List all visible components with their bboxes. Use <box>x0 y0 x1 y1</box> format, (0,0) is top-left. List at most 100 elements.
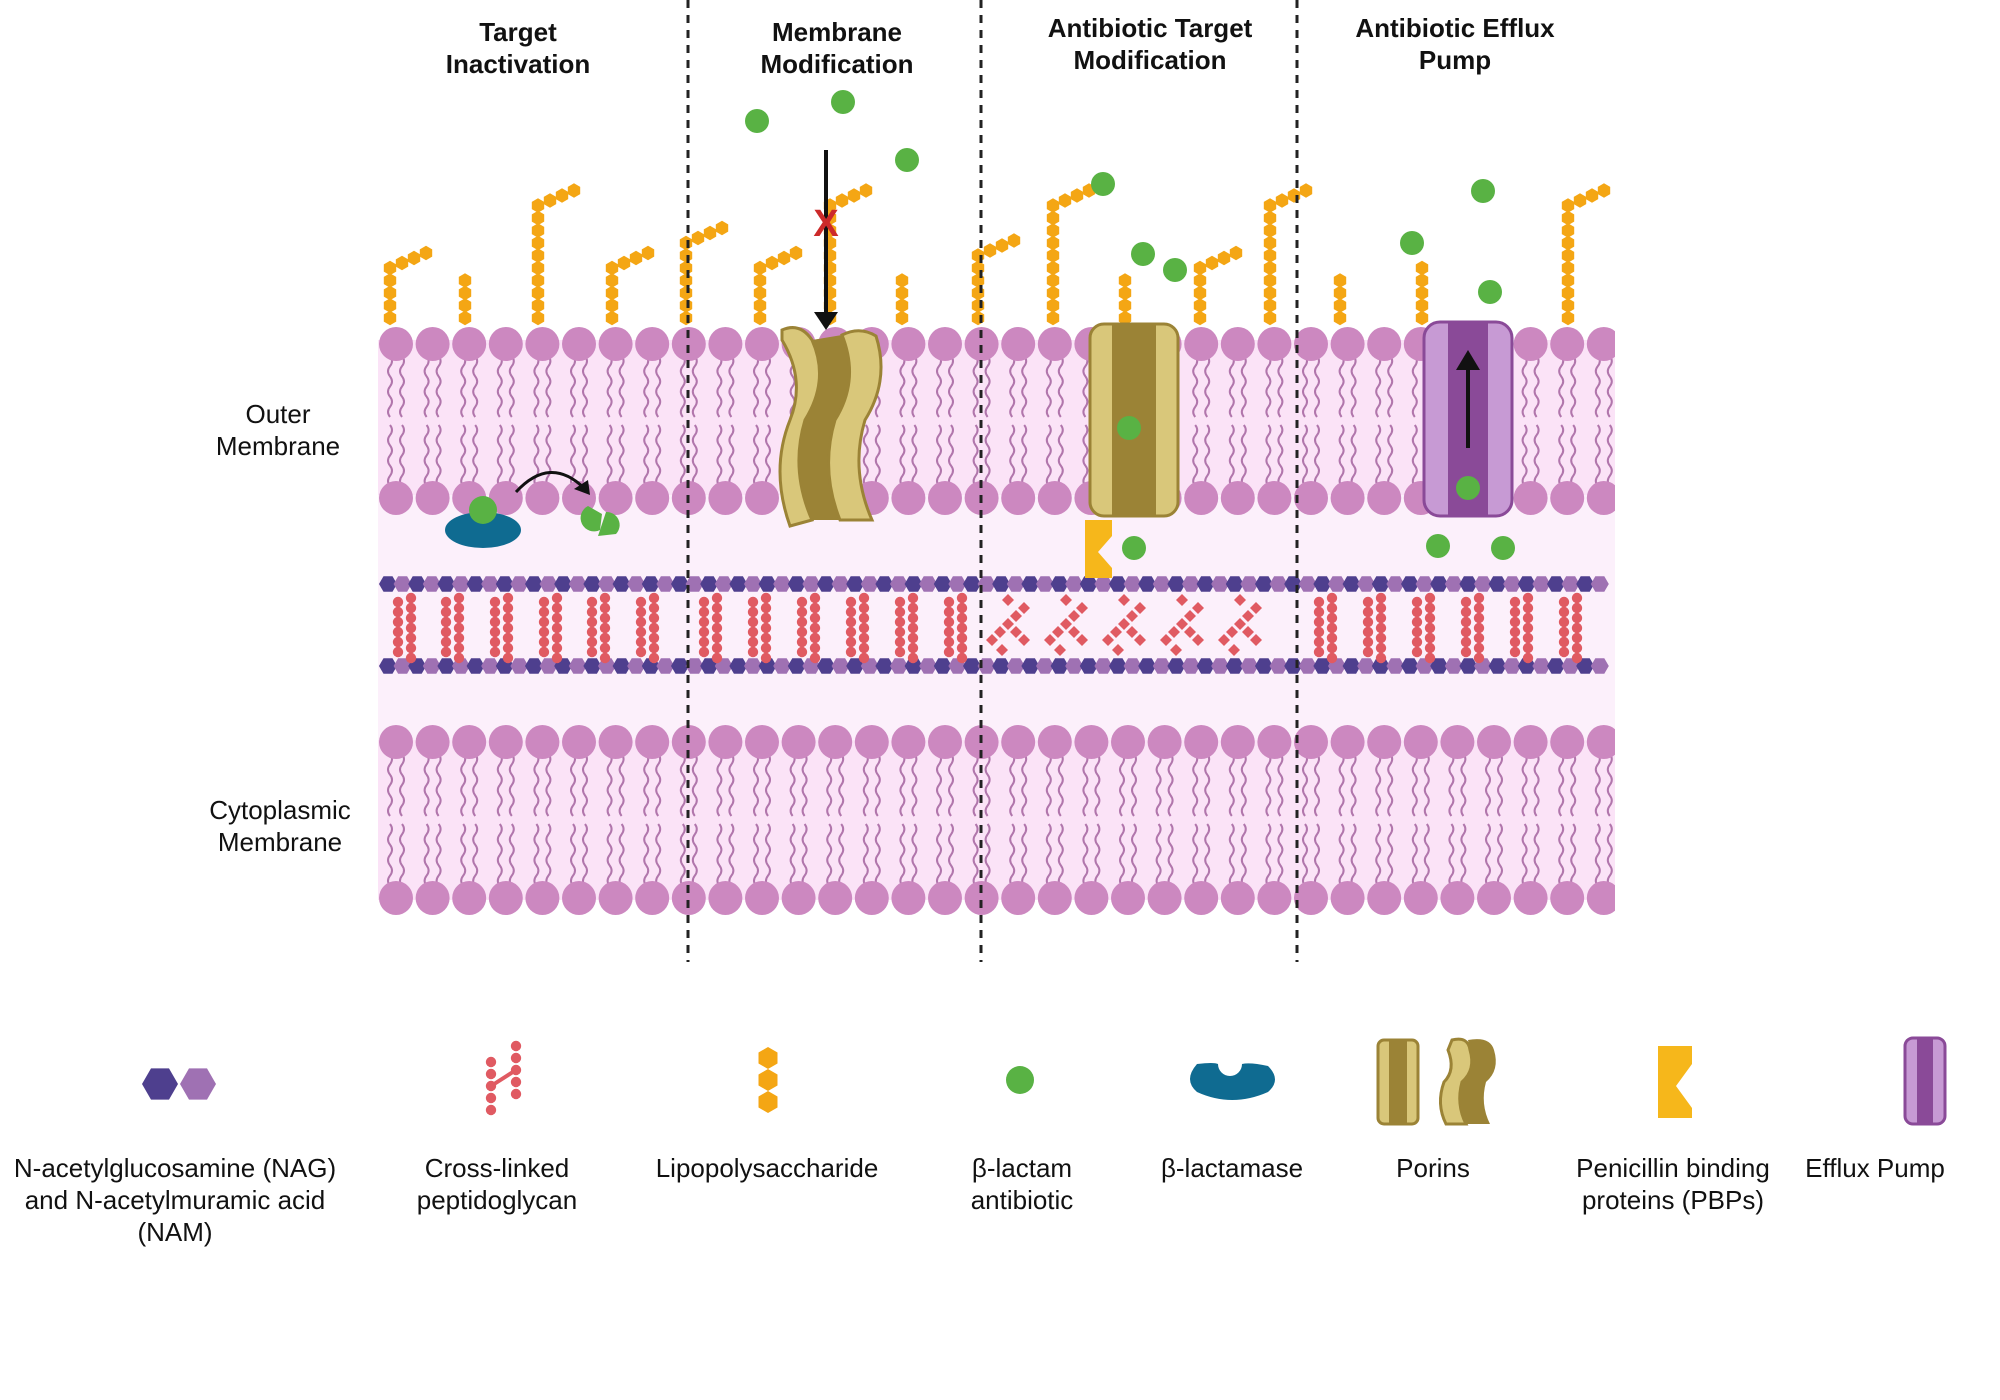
peptide-bead <box>538 626 550 638</box>
nam-sugar <box>1444 658 1463 674</box>
lipid-tail <box>728 424 735 487</box>
nag-sugar <box>612 658 631 674</box>
lps-unit <box>383 260 397 276</box>
cross-links <box>392 592 1583 664</box>
peptide-bead <box>747 636 759 648</box>
beta-lactam-antibiotic <box>745 109 769 133</box>
lipid-tail <box>1338 753 1345 817</box>
lipid-tail <box>936 424 942 487</box>
lipid-tail <box>911 753 918 817</box>
lipid-tail <box>435 355 442 418</box>
lipid-tail <box>1497 753 1503 817</box>
lps-unit <box>1046 298 1060 313</box>
lipid-head <box>1330 327 1365 361</box>
lps-unit <box>531 235 545 251</box>
lipid-head <box>1220 725 1255 759</box>
lipid-head <box>452 327 487 361</box>
lipid-tail <box>1533 823 1540 887</box>
lipid-tail <box>1558 424 1565 487</box>
lps-unit <box>895 310 909 326</box>
lipid-tail <box>545 823 552 887</box>
peptide-bead <box>599 592 611 604</box>
nag-sugar <box>554 576 573 592</box>
lps-unit <box>1118 298 1132 313</box>
lipid-tail <box>1460 753 1467 817</box>
peptide-bead <box>599 632 611 644</box>
peptide-bead <box>907 622 919 634</box>
peptide-bead <box>943 596 955 608</box>
nag-sugar <box>1225 576 1244 592</box>
lipid-tail <box>1338 823 1345 887</box>
peptide-bead <box>1522 602 1534 614</box>
lipid-tail <box>508 424 515 487</box>
lipid-head <box>452 881 487 915</box>
nag-sugar <box>933 658 952 674</box>
nam-sugar <box>1182 658 1200 674</box>
peptide-bead <box>440 646 452 658</box>
nag-sugar <box>379 658 397 674</box>
lipid-tail <box>972 823 979 887</box>
lps-unit <box>758 1091 778 1113</box>
peptide-bead <box>1118 594 1130 606</box>
lps-unit <box>1118 285 1132 301</box>
lps-chain <box>1193 245 1243 326</box>
lps-unit <box>847 188 861 203</box>
lipid-head <box>1586 881 1615 915</box>
peptide-bead <box>698 626 710 638</box>
peptide-bead <box>551 652 563 664</box>
lipid-head <box>671 881 706 915</box>
penicillin-binding-protein <box>1085 520 1112 578</box>
outer-membrane-bilayer <box>379 327 1615 515</box>
lipid-head <box>525 327 560 361</box>
lipid-tail <box>716 424 723 487</box>
peptide-bead <box>440 606 452 618</box>
lipid-head <box>708 881 743 915</box>
peptide-bead <box>747 626 759 638</box>
lps-unit <box>777 250 791 266</box>
nag-sugar <box>1021 576 1040 592</box>
peptide-bead <box>510 1040 522 1052</box>
nag-sugar <box>1050 658 1069 674</box>
lipid-tail <box>948 355 954 418</box>
peptide-bead <box>711 642 723 654</box>
lipid-head <box>745 725 779 759</box>
nam-sugar <box>1182 576 1200 592</box>
lps-unit <box>1118 273 1132 288</box>
lipid-tail <box>618 424 625 487</box>
peptide-bead <box>599 622 611 634</box>
nag-sugar <box>1401 658 1419 674</box>
lipid-tail <box>1533 355 1540 418</box>
peptide-bead <box>1411 596 1423 608</box>
porin-wall-right <box>827 329 883 522</box>
lipid-tail <box>460 355 467 418</box>
lps-unit <box>679 273 693 288</box>
lipid-tail <box>1460 823 1467 887</box>
porin-channel <box>798 335 850 520</box>
peptide-bead <box>599 612 611 624</box>
peptide-bead <box>405 602 417 614</box>
peptide-bead <box>1375 642 1387 654</box>
nam-sugar <box>860 576 879 592</box>
lps-unit <box>1263 223 1277 238</box>
nam-sugar <box>452 576 470 592</box>
peptide-bead <box>1242 626 1254 638</box>
peptide-bead <box>1060 594 1072 606</box>
lipid-tail <box>606 753 613 817</box>
peptide-bead <box>1102 634 1114 646</box>
lps-unit <box>605 273 619 288</box>
lipid-tail <box>423 823 430 887</box>
nam-sugar <box>1123 658 1142 674</box>
lps-unit <box>531 298 545 313</box>
lps-unit <box>1263 298 1277 313</box>
lipid-tail <box>899 753 906 817</box>
lipid-tail <box>789 823 796 887</box>
lipid-tail <box>679 753 686 817</box>
nag-sugar <box>379 576 397 592</box>
lipid-tail <box>899 823 906 887</box>
lipid-head <box>1330 725 1365 759</box>
lps-unit <box>1333 310 1347 326</box>
peptide-bead <box>1076 602 1088 614</box>
